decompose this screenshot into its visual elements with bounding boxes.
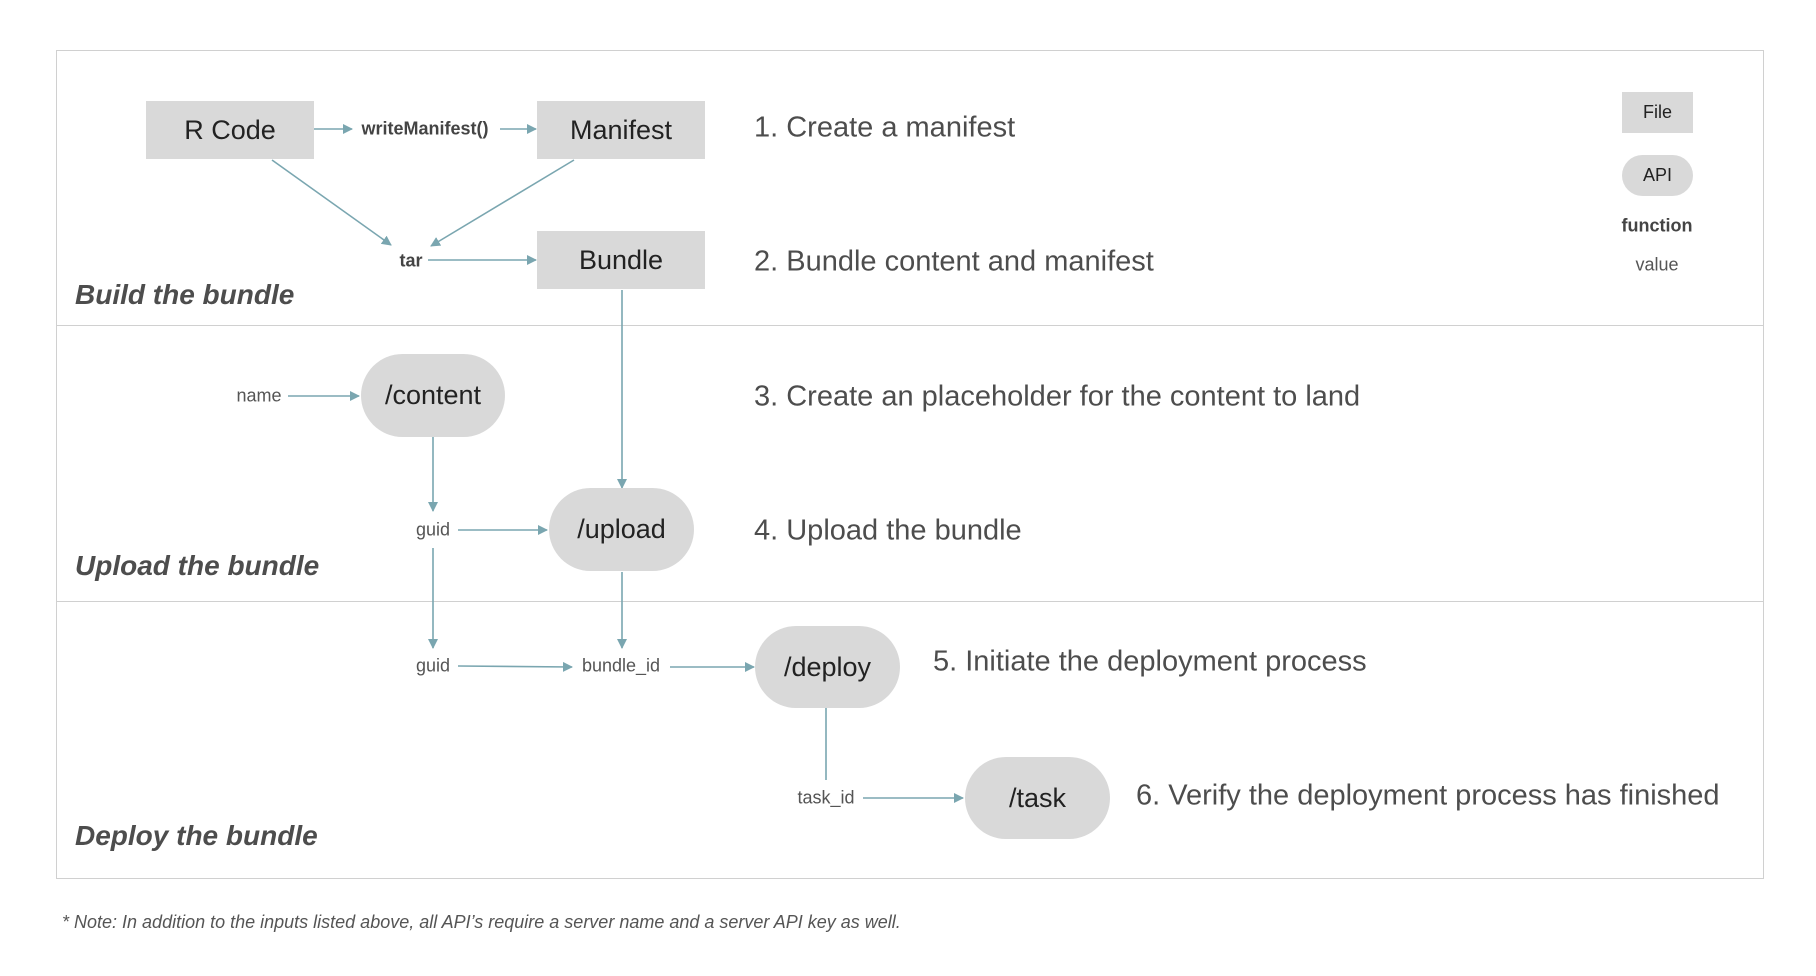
step-3-text: 3. Create an placeholder for the content…: [754, 380, 1361, 413]
file-node-manifest: Manifest: [537, 101, 705, 159]
arrow-rcode-to-tar: [271, 159, 392, 246]
step-6-text: 6. Verify the deployment process has fin…: [1136, 779, 1720, 812]
api-node-deploy: /deploy: [755, 626, 900, 708]
arrow-manifest-to-tar: [430, 159, 575, 247]
value-guid: guid: [415, 655, 451, 676]
legend-api-swatch: API: [1622, 155, 1693, 196]
legend-function-label: function: [1621, 215, 1693, 236]
section-title-upload: Upload the bundle: [75, 550, 320, 581]
api-node-upload: /upload: [549, 488, 694, 571]
function-write-manifest: writeManifest(): [361, 118, 489, 139]
api-node-content: /content: [361, 354, 505, 437]
section-title-deploy: Deploy the bundle: [75, 820, 318, 851]
value-name: name: [236, 385, 282, 406]
function-tar: tar: [399, 250, 423, 271]
value-guid: guid: [415, 519, 451, 540]
section-title-build: Build the bundle: [75, 279, 295, 310]
step-1-text: 1. Create a manifest: [754, 111, 1016, 144]
api-node-task: /task: [965, 757, 1110, 839]
file-node-bundle: Bundle: [537, 231, 705, 289]
value-task-id: task_id: [797, 787, 855, 808]
legend-file-swatch: File: [1622, 92, 1693, 133]
section-divider: [56, 601, 1764, 602]
value-bundle-id: bundle_id: [581, 655, 661, 676]
legend-value-label: value: [1635, 254, 1679, 275]
arrow-guid-to-bundleid: [457, 661, 573, 672]
step-5-text: 5. Initiate the deployment process: [933, 645, 1367, 678]
step-2-text: 2. Bundle content and manifest: [754, 245, 1154, 278]
file-node-r-code: R Code: [146, 101, 314, 159]
diagram-frame: [56, 50, 1764, 879]
footnote: * Note: In addition to the inputs listed…: [62, 912, 901, 932]
step-4-text: 4. Upload the bundle: [754, 514, 1022, 547]
section-divider: [56, 325, 1764, 326]
